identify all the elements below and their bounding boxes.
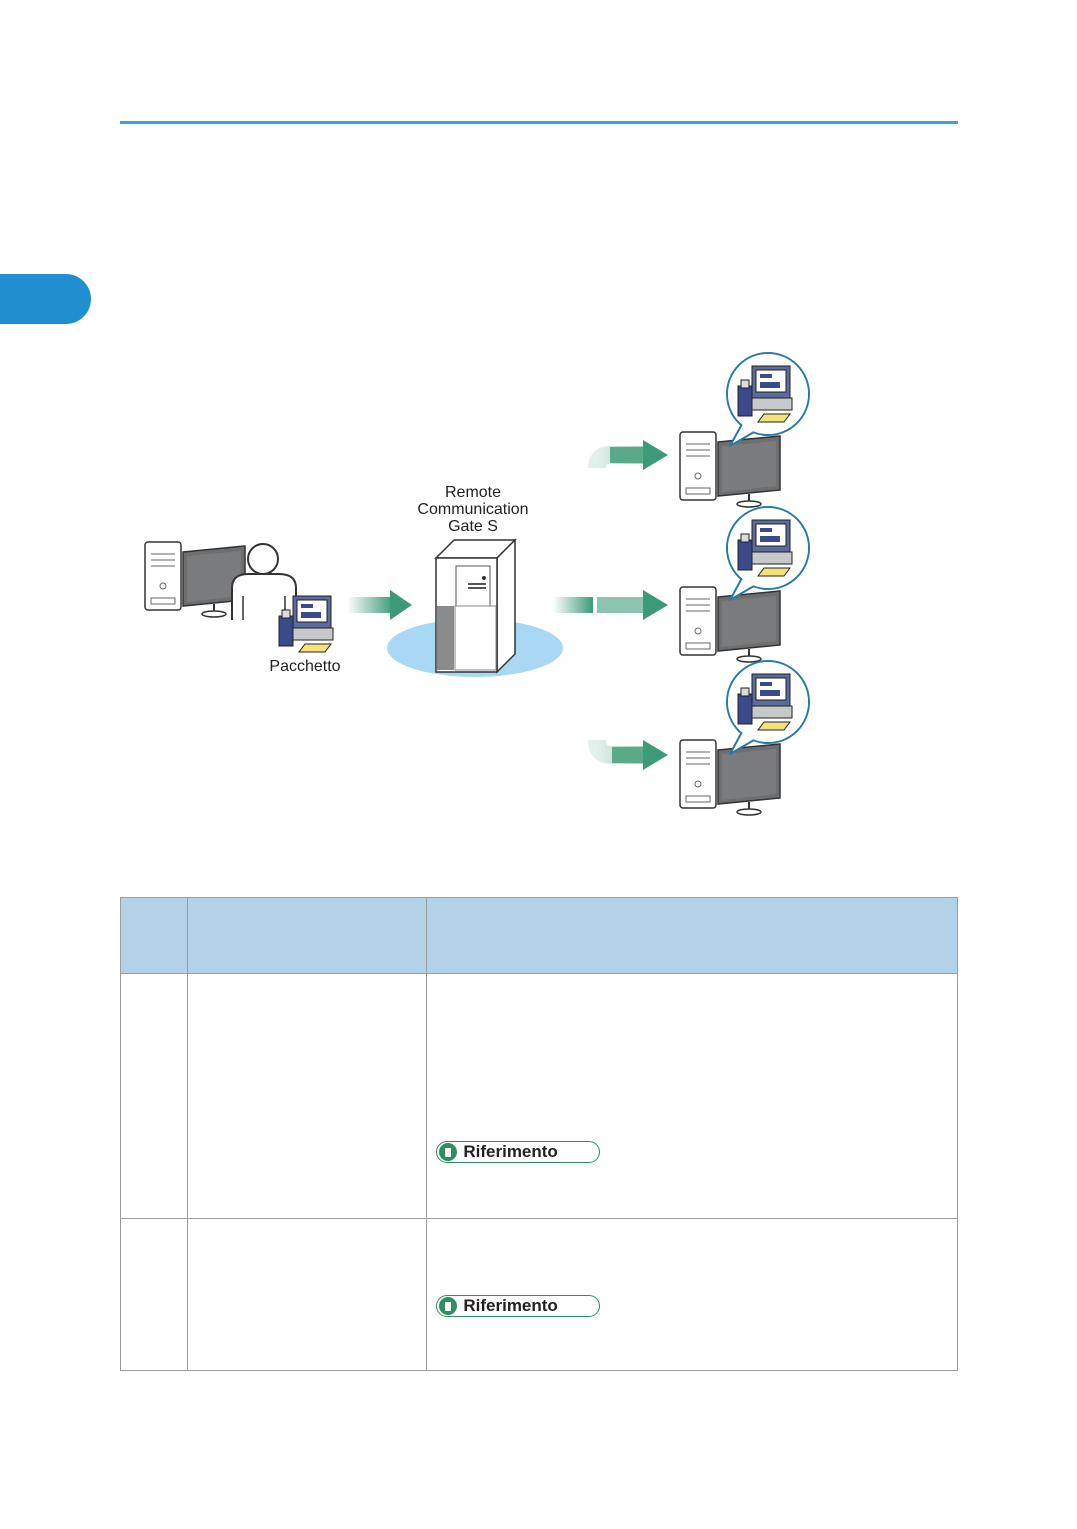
client-package-bubble-3 [727,661,809,754]
note-icon [439,1297,458,1315]
table-cell [187,1218,428,1371]
server-label-line-2: Communication [417,501,528,518]
reference-badge: Riferimento [436,1141,601,1163]
chapter-tab [0,274,91,324]
package-label: Pacchetto [269,658,340,675]
distribution-arrows [553,440,668,770]
header-cell [187,897,428,974]
distribution-diagram: Pacchetto Remote Communication Gate S [144,340,1077,816]
table-cell [119,1218,189,1371]
table-row: Riferimento [119,973,958,1219]
administrator-icon [231,543,297,620]
client-computer-icon-1 [679,431,781,508]
client-computer-icon-3 [679,739,781,816]
header-cell [426,897,958,974]
header-rule [120,121,958,124]
server-icon [434,538,517,674]
reference-badge: Riferimento [436,1295,601,1317]
table-cell: Riferimento [426,973,958,1219]
reference-label: Riferimento [463,1296,558,1315]
server-label-line-1: Remote [445,484,501,501]
server-label-line-3: Gate S [448,518,498,535]
client-package-bubble-2 [727,507,809,600]
header-cell [119,897,189,974]
arrow-to-server [347,590,412,620]
client-package-bubble-1 [727,353,809,446]
table-cell [119,973,189,1219]
reference-label: Riferimento [463,1142,558,1161]
table-cell: Riferimento [426,1218,958,1371]
table-cell [187,973,428,1219]
table-row: Riferimento [119,1218,958,1371]
table-header-row [119,897,958,974]
note-icon [439,1143,458,1161]
admin-computer-icon [144,541,246,618]
info-table: Riferimento Riferimento [119,897,958,1371]
